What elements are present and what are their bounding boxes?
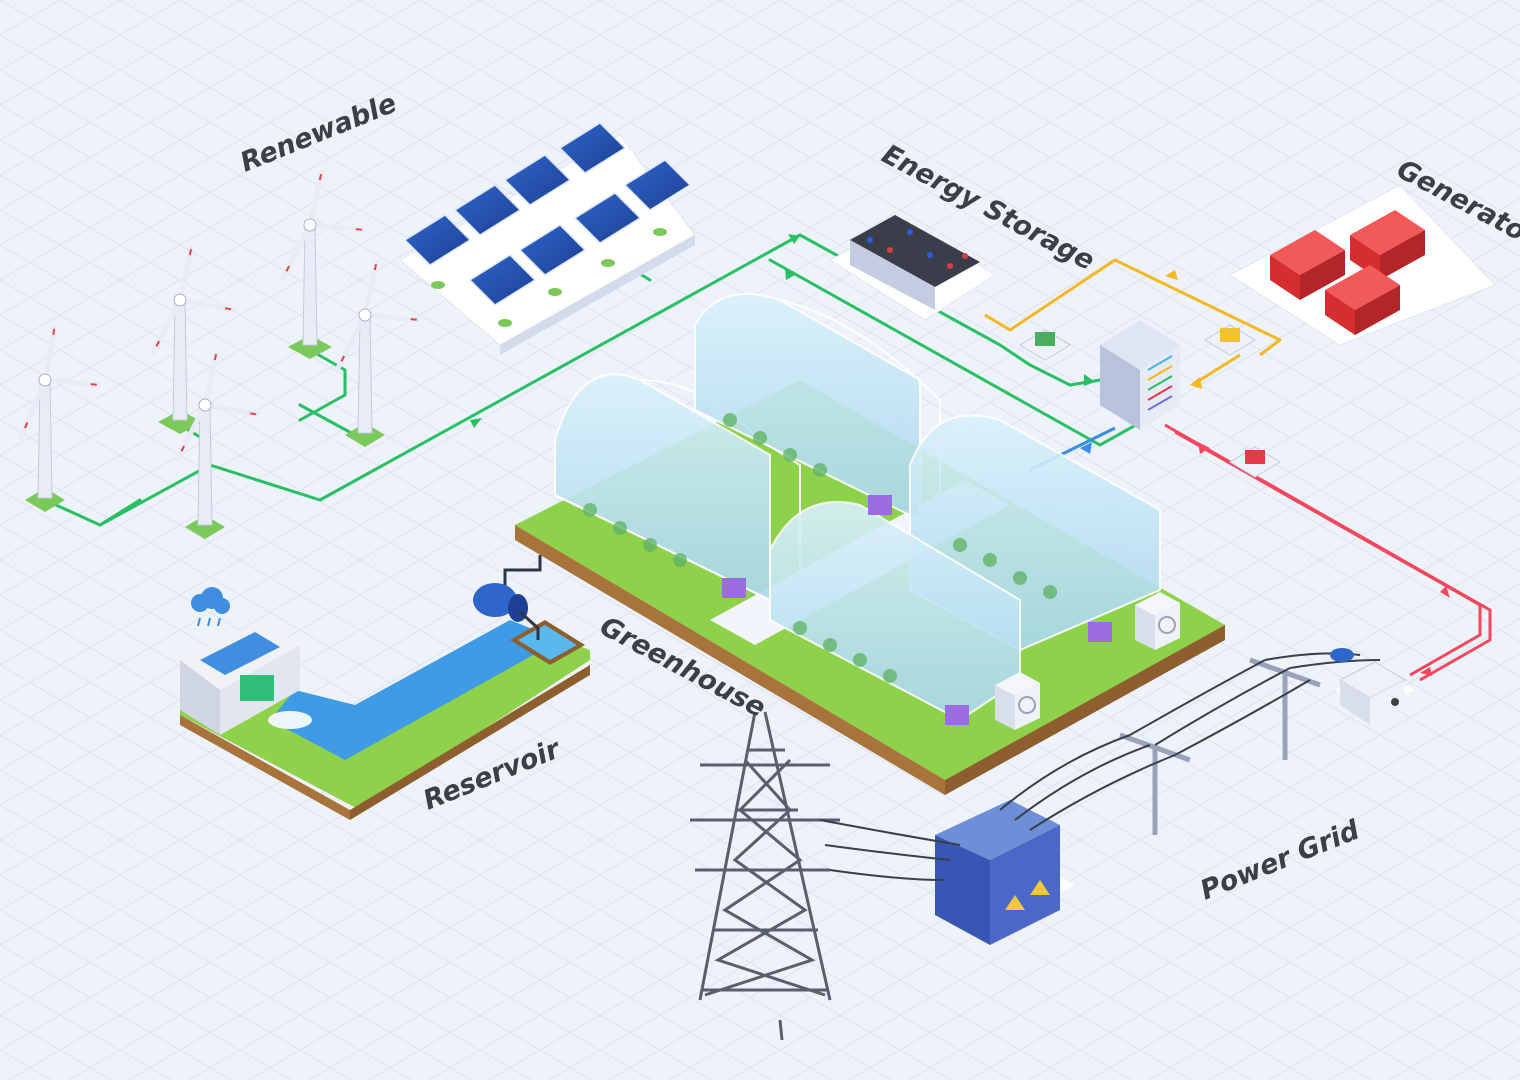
generator-flow-lines	[984, 258, 1282, 382]
generator-icon	[1229, 184, 1496, 346]
transmission-tower-icon	[690, 711, 840, 1041]
solar-panel-icon	[399, 122, 696, 355]
greenhouse-icon	[515, 292, 1225, 795]
wind-turbine-icon	[17, 169, 421, 539]
battery-icon	[829, 215, 996, 321]
inverter-icon	[1019, 324, 1281, 478]
heat-pump-icon	[995, 592, 1180, 730]
grid-flow-lines	[1164, 423, 1492, 682]
rain-cloud-icon	[191, 587, 230, 627]
water-pump-icon	[473, 555, 542, 640]
control-cabinet-icon	[1100, 320, 1180, 430]
hydro-dam-icon	[180, 620, 590, 820]
power-lines	[819, 652, 1381, 881]
substation-icon	[930, 800, 1075, 945]
greenhouse-flow-arrow	[1080, 442, 1092, 454]
renewable-flow-arrows	[470, 234, 1095, 428]
pole-transformer-icon	[1330, 648, 1415, 725]
grid-flow-arrows	[1198, 442, 1450, 676]
generator-flow-arrows	[1165, 270, 1202, 389]
